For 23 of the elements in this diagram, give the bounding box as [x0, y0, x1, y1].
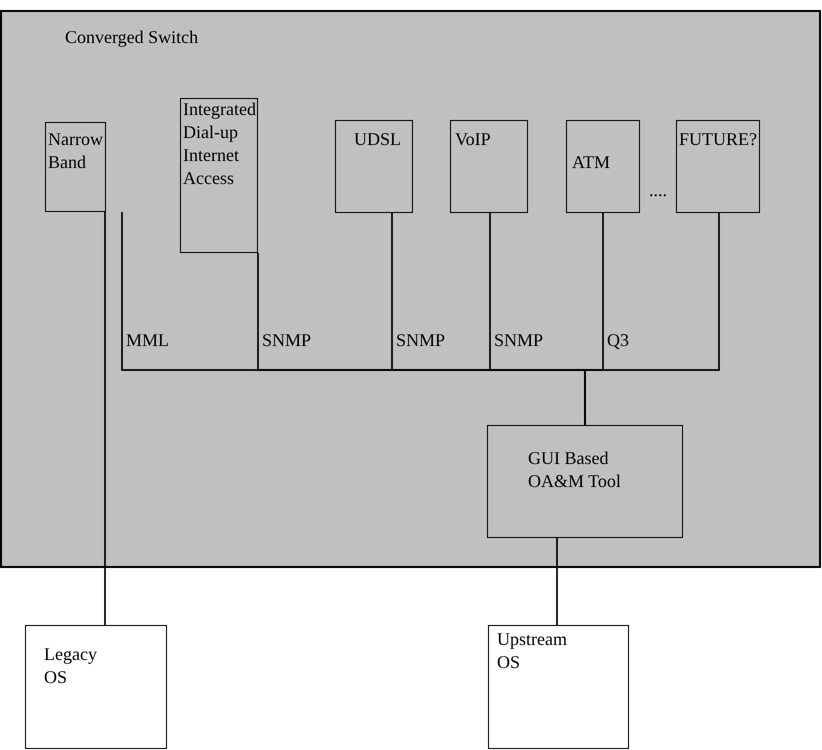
component-box — [488, 625, 629, 749]
component-box — [676, 120, 760, 213]
box-label: GUI Based OA&M Tool — [528, 447, 622, 493]
component-box — [25, 625, 167, 749]
connector-line — [584, 213, 720, 425]
box-label: Integrated Dial-up Internet Access — [183, 98, 257, 190]
component-box — [335, 120, 413, 213]
box-label: VoIP — [455, 128, 492, 151]
box-label: ATM — [572, 151, 612, 174]
component-box — [566, 120, 640, 213]
box-label: FUTURE? — [679, 128, 758, 151]
box-label: Upstream OS — [497, 628, 568, 674]
component-box — [45, 122, 106, 212]
component-box — [180, 98, 258, 253]
box-label: Narrow Band — [48, 128, 104, 174]
container-title: Converged Switch — [65, 26, 200, 49]
box-label: Legacy OS — [44, 643, 98, 689]
connector-line — [104, 212, 106, 625]
box-label: UDSL — [354, 128, 402, 151]
component-box — [450, 120, 528, 213]
component-box — [487, 425, 683, 538]
container-box — [0, 10, 821, 568]
connector-line — [556, 538, 558, 625]
